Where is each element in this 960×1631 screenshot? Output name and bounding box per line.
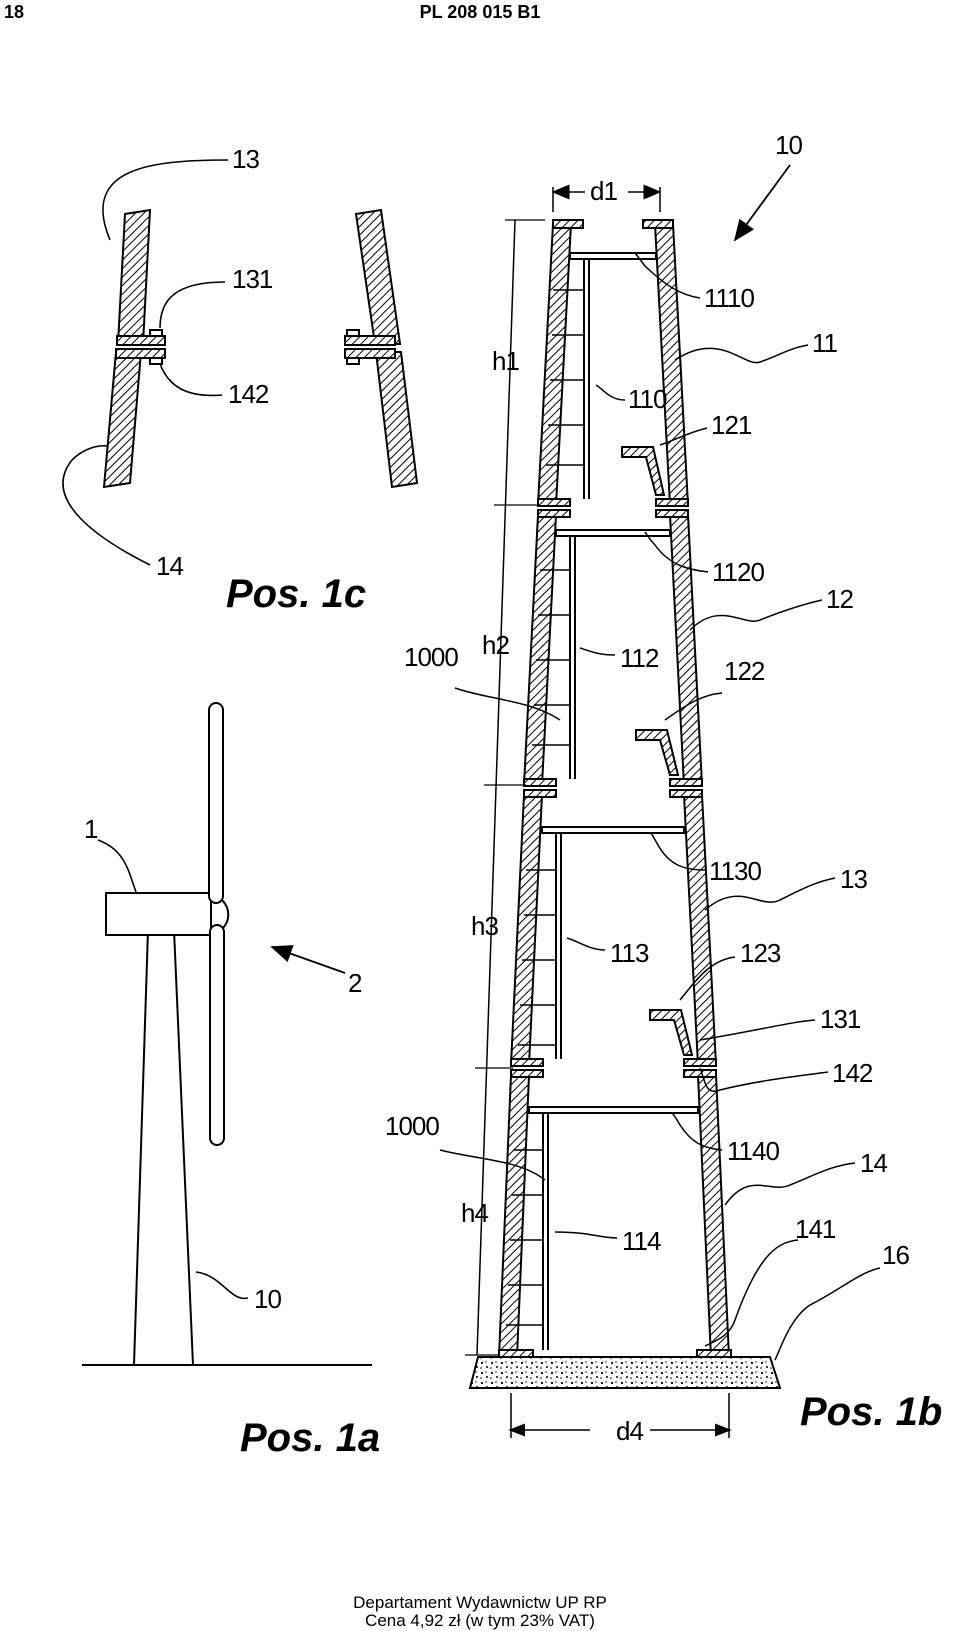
label-123: 123 xyxy=(740,938,781,968)
label-1110: 1110 xyxy=(704,283,755,313)
label-122: 122 xyxy=(724,656,765,686)
label-d4: d4 xyxy=(616,1416,643,1446)
label-d1: d1 xyxy=(590,176,617,206)
figure-1b xyxy=(439,164,881,1438)
figure-label-1a: Pos. 1a xyxy=(240,1416,380,1460)
footer-publisher: Departament Wydawnictw UP RP xyxy=(353,1593,607,1612)
label-14-detail: 14 xyxy=(156,551,183,581)
label-16: 16 xyxy=(882,1240,909,1270)
label-11: 11 xyxy=(812,328,838,358)
figure-1c xyxy=(62,159,419,566)
label-1: 1 xyxy=(84,814,98,844)
label-110: 110 xyxy=(628,384,667,414)
label-12: 12 xyxy=(826,584,853,614)
label-1140: 1140 xyxy=(727,1136,779,1166)
label-1120: 1120 xyxy=(712,557,764,587)
label-h4: h4 xyxy=(461,1198,488,1228)
label-h3: h3 xyxy=(471,911,498,941)
label-142-detail: 142 xyxy=(228,379,269,409)
label-h2: h2 xyxy=(482,630,509,660)
label-131-detail: 131 xyxy=(232,264,273,294)
label-13-tower: 13 xyxy=(840,864,867,894)
label-113: 113 xyxy=(610,938,649,968)
label-1000-upper: 1000 xyxy=(404,642,458,672)
label-14-tower: 14 xyxy=(860,1148,887,1178)
figure-1a xyxy=(82,702,372,1366)
label-112: 112 xyxy=(620,643,659,673)
document-id: PL 208 015 B1 xyxy=(419,2,541,22)
label-10-turbine: 10 xyxy=(254,1284,281,1314)
figure-label-1b: Pos. 1b xyxy=(800,1390,942,1434)
footer-price: Cena 4,92 zł (w tym 23% VAT) xyxy=(365,1611,595,1630)
label-13-detail: 13 xyxy=(232,144,259,174)
figure-label-1c: Pos. 1c xyxy=(226,572,366,616)
label-1000-lower: 1000 xyxy=(385,1111,439,1141)
label-10-tower: 10 xyxy=(775,130,802,160)
label-1130: 1130 xyxy=(709,856,761,886)
label-131-tower: 131 xyxy=(820,1004,861,1034)
label-141: 141 xyxy=(795,1214,836,1244)
label-h1: h1 xyxy=(492,346,519,376)
page-number: 18 xyxy=(4,2,25,22)
label-142-tower: 142 xyxy=(832,1058,873,1088)
label-2: 2 xyxy=(348,968,362,998)
label-121: 121 xyxy=(711,410,752,440)
label-114: 114 xyxy=(622,1226,661,1256)
